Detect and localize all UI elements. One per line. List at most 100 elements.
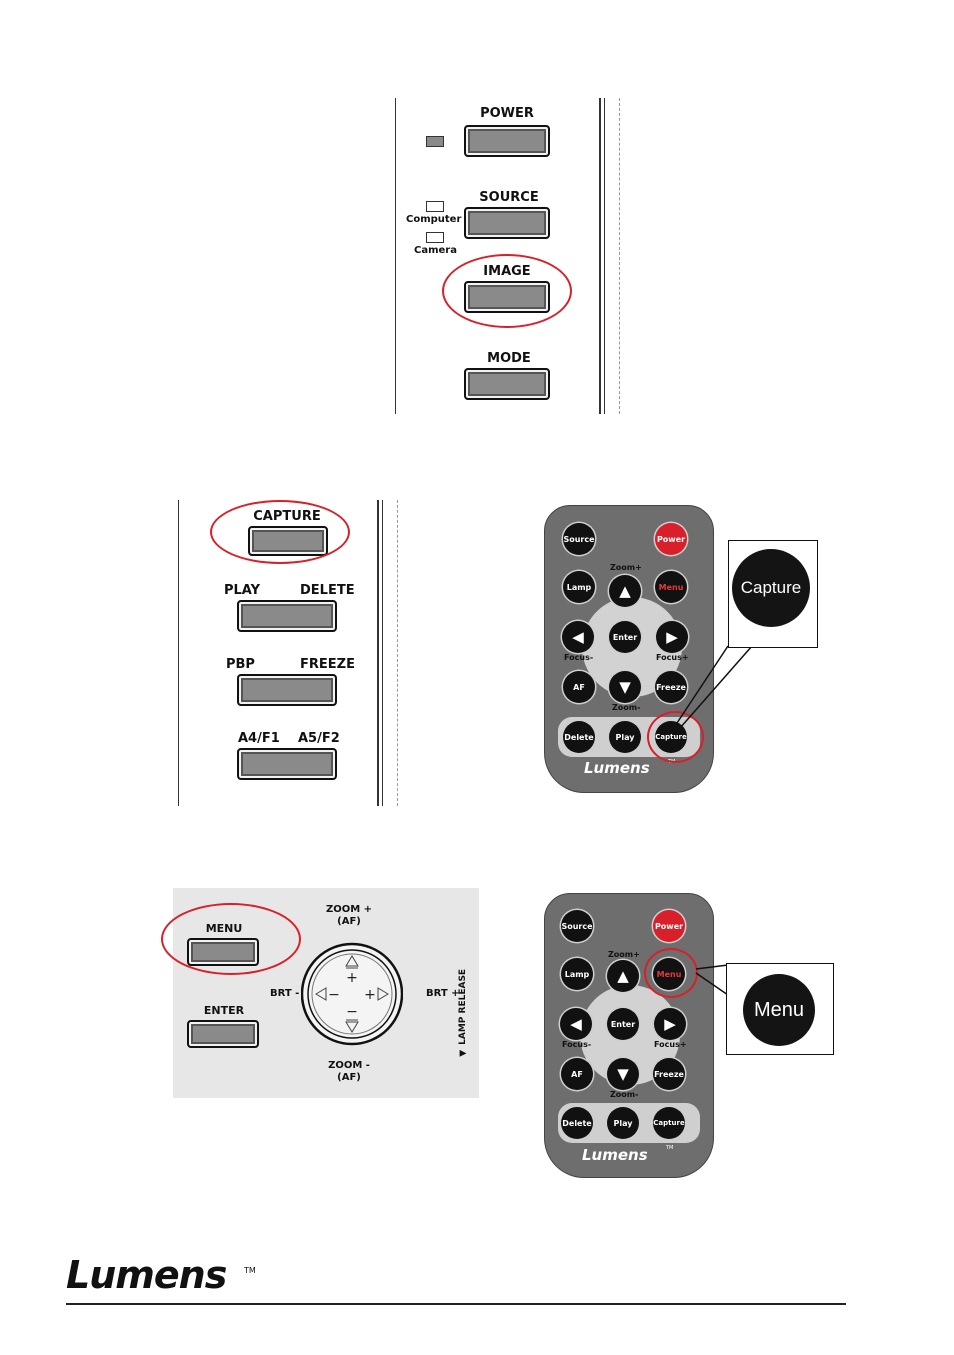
pbp-label: PBP — [226, 657, 255, 672]
menu-callout-pointer — [695, 964, 729, 996]
remote-focus-minus-label: Focus- — [562, 1040, 592, 1049]
remote-down-button[interactable]: ▼ — [609, 671, 641, 703]
remote-delete-button[interactable]: Delete — [563, 721, 595, 753]
remote-af-button[interactable]: AF — [561, 1058, 593, 1090]
capture-callout-circle: Capture — [732, 549, 810, 627]
panel-edge — [604, 98, 605, 414]
remote-capture-highlight-ring — [647, 711, 704, 763]
remote-right-button[interactable]: ▶ — [654, 1008, 686, 1040]
remote-brand-logo: Lumens — [582, 1146, 648, 1164]
zoom-plus-label: ZOOM + — [325, 904, 373, 915]
play-label: PLAY — [224, 583, 261, 598]
remote-delete-button[interactable]: Delete — [561, 1107, 593, 1139]
play-delete-button[interactable] — [237, 600, 337, 632]
mode-button[interactable] — [464, 368, 550, 400]
footer-tm: TM — [244, 1266, 256, 1275]
arrow-right-icon: ▶ — [664, 1015, 676, 1033]
remote-tm: TM — [666, 1145, 674, 1151]
remote-control-2: Source Power Zoom+ Lamp ▲ Menu ◀ Enter ▶… — [544, 893, 714, 1178]
camera-indicator-led — [426, 232, 444, 243]
svg-text:−: − — [346, 1004, 358, 1020]
arrow-left-icon: ◀ — [572, 628, 584, 646]
remote-lamp-button[interactable]: Lamp — [561, 958, 593, 990]
remote-enter-button[interactable]: Enter — [607, 1008, 639, 1040]
svg-text:+: + — [364, 987, 376, 1003]
menu-highlight-ring — [161, 903, 301, 975]
remote-power-button[interactable]: Power — [653, 910, 685, 942]
pbp-freeze-button[interactable] — [237, 674, 337, 706]
computer-label: Computer — [406, 214, 462, 225]
arrow-down-icon: ▼ — [619, 678, 631, 696]
remote-down-button[interactable]: ▼ — [607, 1058, 639, 1090]
mode-label: MODE — [487, 351, 531, 366]
remote-focus-plus-label: Focus+ — [654, 1040, 687, 1049]
arrow-down-icon: ▼ — [617, 1065, 629, 1083]
remote-right-button[interactable]: ▶ — [656, 621, 688, 653]
remote-left-button[interactable]: ◀ — [562, 621, 594, 653]
panel-edge — [178, 500, 179, 806]
panel-dashed-edge — [619, 98, 620, 414]
freeze-label: FREEZE — [300, 657, 355, 672]
remote-af-button[interactable]: AF — [563, 671, 595, 703]
remote-enter-button[interactable]: Enter — [609, 621, 641, 653]
footer-logo: Lumens — [66, 1253, 227, 1297]
remote-play-button[interactable]: Play — [609, 721, 641, 753]
remote-zoom-plus-label: Zoom+ — [610, 563, 642, 572]
menu-callout-circle: Menu — [743, 974, 815, 1046]
remote-up-button[interactable]: ▲ — [607, 960, 639, 992]
remote-power-button[interactable]: Power — [655, 523, 687, 555]
remote-left-button[interactable]: ◀ — [560, 1008, 592, 1040]
remote-capture-button[interactable]: Capture — [653, 1107, 685, 1139]
capture-callout-pointer — [674, 645, 753, 729]
capture-highlight-ring — [210, 500, 350, 564]
footer-rule — [66, 1303, 846, 1305]
lamp-release-label: ◀ LAMP RELEASE — [458, 968, 468, 1058]
brt-minus-label: BRT - — [270, 988, 300, 999]
remote-control-1: Source Power Zoom+ Lamp ▲ Menu ◀ Enter ▶… — [544, 505, 714, 793]
remote-source-button[interactable]: Source — [561, 910, 593, 942]
panel-edge — [377, 500, 379, 806]
remote-up-button[interactable]: ▲ — [609, 575, 641, 607]
source-label: SOURCE — [479, 190, 539, 205]
af-top-label: (AF) — [337, 916, 361, 927]
capture-callout-box: Capture — [728, 540, 818, 648]
computer-indicator-led — [426, 201, 444, 212]
enter-label: ENTER — [203, 1004, 245, 1017]
a4-a5-button[interactable] — [237, 748, 337, 780]
remote-freeze-button[interactable]: Freeze — [655, 671, 687, 703]
power-label: POWER — [480, 106, 534, 121]
remote-lamp-button[interactable]: Lamp — [563, 571, 595, 603]
remote-focus-plus-label: Focus+ — [656, 653, 689, 662]
remote-source-button[interactable]: Source — [563, 523, 595, 555]
arrow-right-icon: ▶ — [666, 628, 678, 646]
a5f2-label: A5/F2 — [298, 731, 340, 746]
enter-button[interactable] — [187, 1020, 259, 1048]
panel-edge — [382, 500, 383, 806]
panel-edge — [395, 98, 396, 414]
af-bottom-label: (AF) — [337, 1072, 361, 1083]
image-highlight-ring — [442, 254, 572, 328]
power-button[interactable] — [464, 125, 550, 157]
arrow-up-icon: ▲ — [617, 967, 629, 985]
source-button[interactable] — [464, 207, 550, 239]
remote-freeze-button[interactable]: Freeze — [653, 1058, 685, 1090]
camera-label: Camera — [414, 245, 457, 256]
remote-menu-button[interactable]: Menu — [655, 571, 687, 603]
brt-plus-label: BRT + — [426, 988, 460, 999]
panel-dashed-edge — [397, 500, 398, 806]
remote-brand-logo: Lumens — [584, 759, 650, 777]
navigation-dial[interactable]: + − − + — [301, 932, 403, 1056]
arrow-up-icon: ▲ — [619, 582, 631, 600]
svg-text:−: − — [328, 987, 340, 1003]
panel-edge — [599, 98, 601, 414]
delete-label: DELETE — [300, 583, 355, 598]
power-indicator-led — [426, 136, 444, 147]
remote-zoom-minus-label: Zoom- — [610, 1090, 639, 1099]
remote-zoom-minus-label: Zoom- — [612, 703, 641, 712]
arrow-left-icon: ◀ — [570, 1015, 582, 1033]
a4f1-label: A4/F1 — [238, 731, 280, 746]
svg-text:+: + — [346, 970, 358, 986]
zoom-minus-label: ZOOM - — [328, 1060, 370, 1071]
remote-play-button[interactable]: Play — [607, 1107, 639, 1139]
menu-callout-box: Menu — [726, 963, 834, 1055]
